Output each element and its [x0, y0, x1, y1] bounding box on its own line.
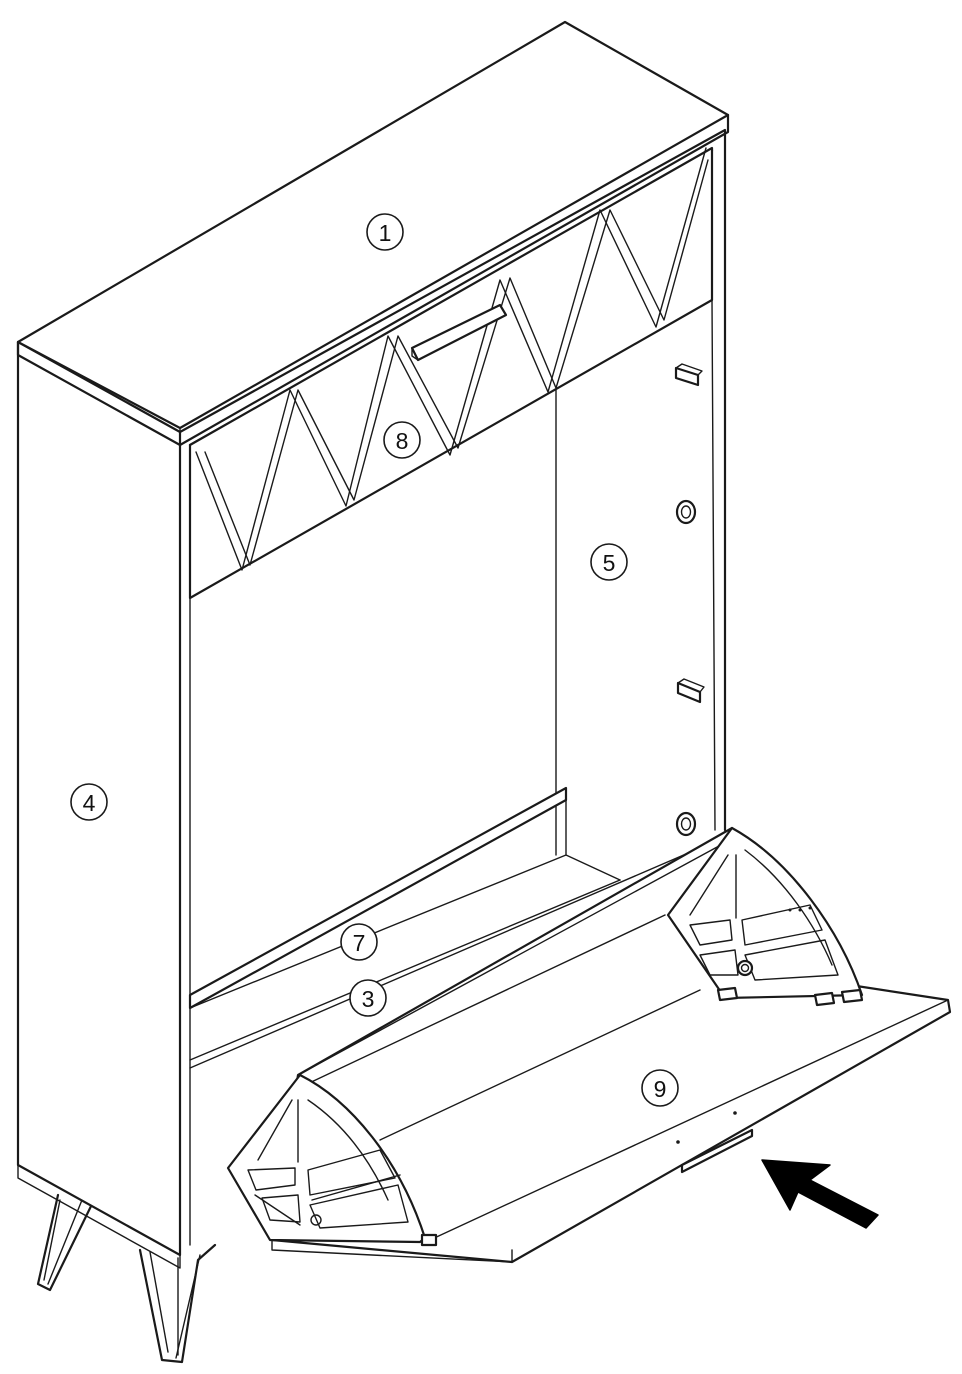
- callout-1: 1: [366, 213, 404, 251]
- callout-label: 3: [362, 986, 375, 1012]
- callout-5: 5: [590, 543, 628, 581]
- callout-label: 1: [379, 220, 392, 246]
- bottom-shelf: [188, 786, 731, 1069]
- callout-label: 5: [603, 550, 616, 576]
- side-panel-fittings: [674, 363, 705, 837]
- callout-8: 8: [383, 421, 421, 459]
- cabinet-legs: [36, 1193, 217, 1364]
- front-rail-panel: [188, 146, 714, 600]
- push-direction-arrow-icon: [761, 1159, 879, 1229]
- door-handle-icon: [410, 303, 508, 362]
- right-hinge-bracket: [666, 826, 864, 1007]
- callout-label: 4: [83, 790, 96, 816]
- callout-label: 8: [396, 428, 409, 454]
- callout-9: 9: [641, 1069, 679, 1107]
- callout-label: 7: [353, 930, 366, 956]
- callout-7: 7: [340, 923, 378, 961]
- callout-4: 4: [70, 783, 108, 821]
- callout-label: 9: [654, 1076, 667, 1102]
- left-hinge-bracket: [226, 1073, 438, 1247]
- callout-3: 3: [349, 979, 387, 1017]
